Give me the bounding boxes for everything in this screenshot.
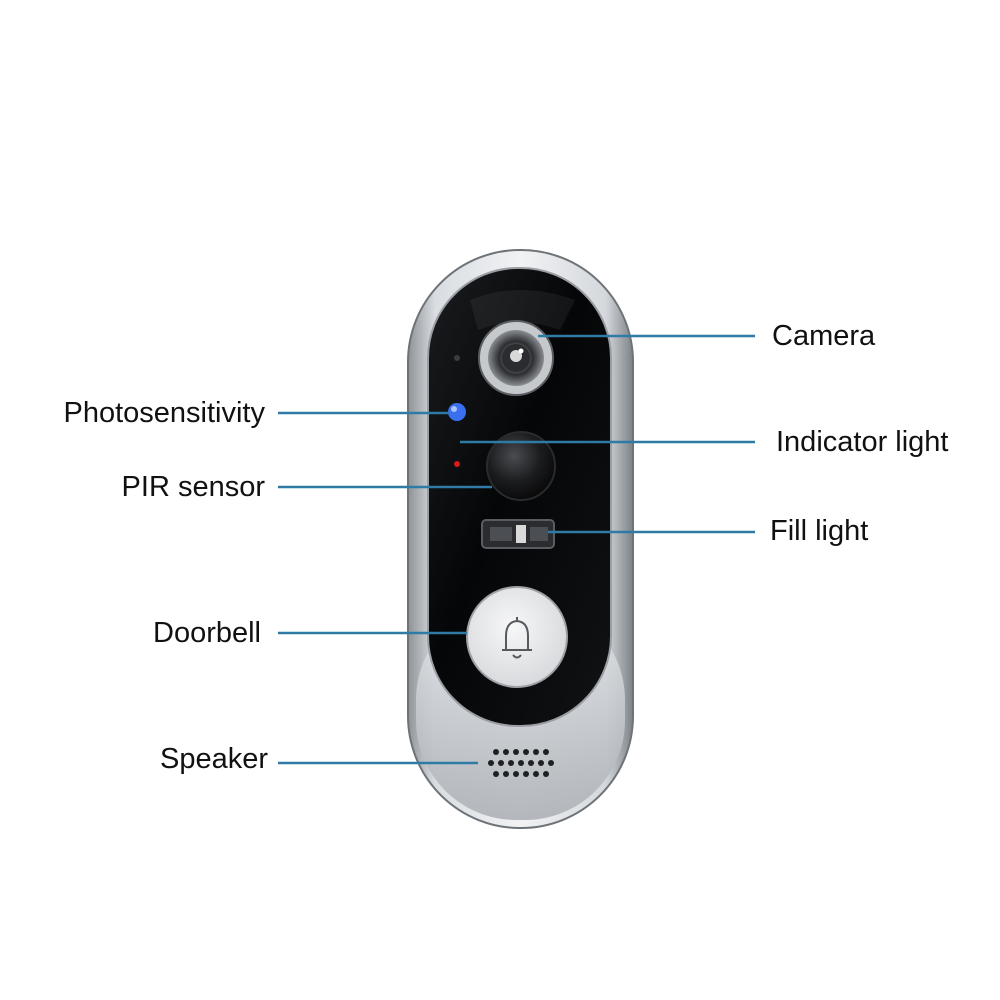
speaker-hole	[543, 771, 549, 777]
speaker-hole	[493, 771, 499, 777]
label-photosensitivity: Photosensitivity	[63, 397, 266, 429]
fill-light	[481, 519, 555, 549]
label-doorbell: Doorbell	[153, 617, 261, 649]
speaker-hole	[523, 749, 529, 755]
face-glare	[470, 290, 575, 330]
speaker-hole	[523, 771, 529, 777]
doorbell-button	[466, 586, 568, 688]
speaker-hole	[493, 749, 499, 755]
speaker-hole	[513, 771, 519, 777]
speaker-hole	[498, 760, 504, 766]
speaker-hole	[538, 760, 544, 766]
speaker-hole	[503, 749, 509, 755]
label-speaker: Speaker	[159, 743, 268, 775]
bell-icon	[502, 617, 532, 659]
speaker-hole	[533, 749, 539, 755]
speaker-hole	[548, 760, 554, 766]
microphone-hole	[454, 355, 460, 361]
speaker-hole	[503, 771, 509, 777]
speaker-grille	[488, 749, 554, 777]
speaker-hole	[533, 771, 539, 777]
doorbell-device	[407, 249, 634, 829]
speaker-hole	[488, 760, 494, 766]
speaker-hole	[543, 749, 549, 755]
photosensor-led-highlight	[451, 406, 457, 412]
label-fill-light: Fill light	[770, 515, 869, 547]
speaker-hole	[513, 749, 519, 755]
label-camera: Camera	[772, 320, 876, 352]
indicator-led	[454, 461, 460, 467]
label-indicator-light: Indicator light	[776, 426, 949, 458]
photosensor-led	[448, 403, 466, 421]
camera-lens	[478, 320, 554, 396]
speaker-hole	[508, 760, 514, 766]
pir-sensor-dome	[486, 431, 556, 501]
speaker-hole	[528, 760, 534, 766]
label-pir-sensor: PIR sensor	[121, 471, 265, 503]
leader-lines	[278, 334, 755, 765]
speaker-hole	[518, 760, 524, 766]
